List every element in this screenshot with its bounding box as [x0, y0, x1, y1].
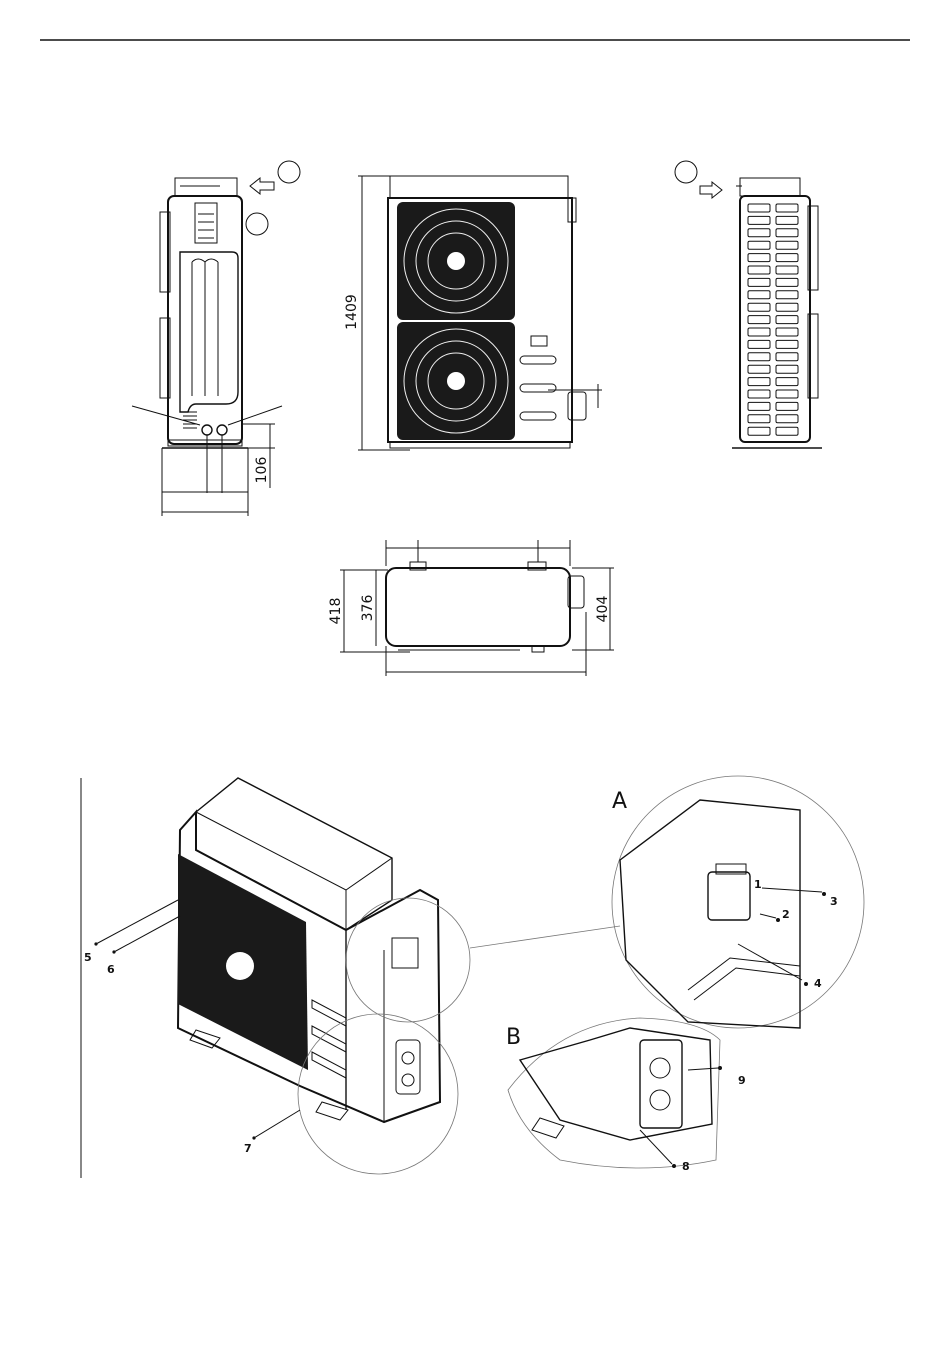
- top-view: [340, 540, 614, 676]
- dim-depth-right: 404: [595, 596, 611, 623]
- callout-5: 5: [84, 951, 92, 964]
- callout-7: 7: [244, 1142, 252, 1155]
- callout-6: 6: [107, 963, 115, 976]
- callout-8: 8: [682, 1160, 690, 1173]
- dim-depth-inner: 376: [360, 595, 376, 622]
- side-view-left: [132, 161, 300, 516]
- dim-depth-outer: 418: [328, 598, 344, 625]
- callout-4: 4: [814, 977, 822, 990]
- detail-a: [612, 776, 864, 1028]
- callout-1: 1: [754, 878, 762, 891]
- front-view: [358, 176, 602, 450]
- isometric-view: [94, 778, 620, 1174]
- callout-2: 2: [782, 908, 790, 921]
- side-view-right: [675, 161, 822, 448]
- detail-b-label: B: [506, 1025, 521, 1050]
- detail-a-label: A: [612, 789, 627, 814]
- detail-b: [508, 1018, 722, 1168]
- callout-9: 9: [738, 1074, 746, 1087]
- dim-foot-height: 106: [254, 457, 270, 484]
- dim-height-total: 1409: [344, 294, 360, 330]
- callout-3: 3: [830, 895, 838, 908]
